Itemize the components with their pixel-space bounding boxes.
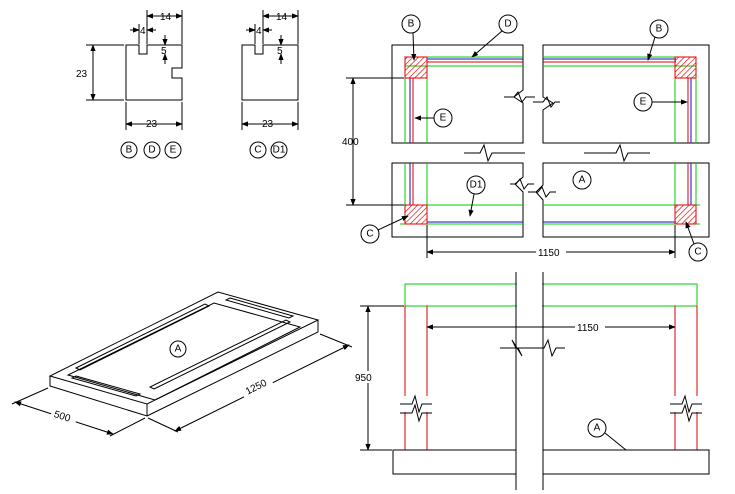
plan-view: 400 1150 B D B E E D1 A C C [342, 14, 710, 262]
iso-tag-a: A [175, 344, 182, 355]
plan-tag-a: A [579, 175, 586, 186]
profile-left-tag-b: B [126, 145, 133, 156]
corner-block-bottom-right [674, 204, 697, 225]
profile-left: 14 4 5 23 23 B D E [76, 10, 183, 159]
plan-tag-d: D [504, 19, 511, 30]
isometric-view: A 1250 500 [11, 291, 353, 437]
profile-left-dim-23-height: 23 [76, 69, 88, 80]
profile-right-tag-d1: D1 [273, 145, 286, 156]
corner-block-top-right [674, 56, 697, 79]
plan-tag-c-right: C [694, 247, 701, 258]
profile-left-dim-5: 5 [161, 46, 167, 57]
plan-tag-e-left: E [440, 113, 447, 124]
plan-tag-b-left: B [408, 19, 415, 30]
plan-tag-b-right: B [656, 24, 663, 35]
corner-block-top-left [404, 56, 428, 79]
profile-left-dim-14: 14 [160, 12, 172, 23]
profile-left-tag-d: D [148, 145, 155, 156]
plan-tag-d1: D1 [470, 180, 483, 191]
plan-dim-400: 400 [342, 137, 359, 148]
profile-right-dim-23-width: 23 [262, 119, 274, 130]
profile-right-dim-4: 4 [256, 26, 262, 37]
elevation-dim-1150: 1150 [577, 323, 599, 334]
profile-left-tag-e: E [170, 145, 177, 156]
plan-tag-e-right: E [640, 97, 647, 108]
elevation-view: 950 1150 A [353, 272, 710, 490]
elevation-top-rail [404, 283, 698, 307]
iso-dim-500: 500 [52, 409, 72, 425]
profile-left-dim-4: 4 [140, 26, 146, 37]
plan-dim-1150: 1150 [538, 248, 560, 259]
elevation-tag-a: A [594, 423, 601, 434]
profile-right: 14 4 5 23 C D1 [241, 10, 299, 159]
profile-left-dim-23-width: 23 [146, 119, 158, 130]
profile-right-tag-c: C [254, 145, 261, 156]
profile-right-dim-5: 5 [277, 46, 283, 57]
elevation-dim-950: 950 [355, 373, 372, 384]
corner-block-bottom-left [404, 204, 428, 225]
profile-right-dim-14: 14 [276, 12, 288, 23]
plan-tag-c-left: C [366, 229, 373, 240]
